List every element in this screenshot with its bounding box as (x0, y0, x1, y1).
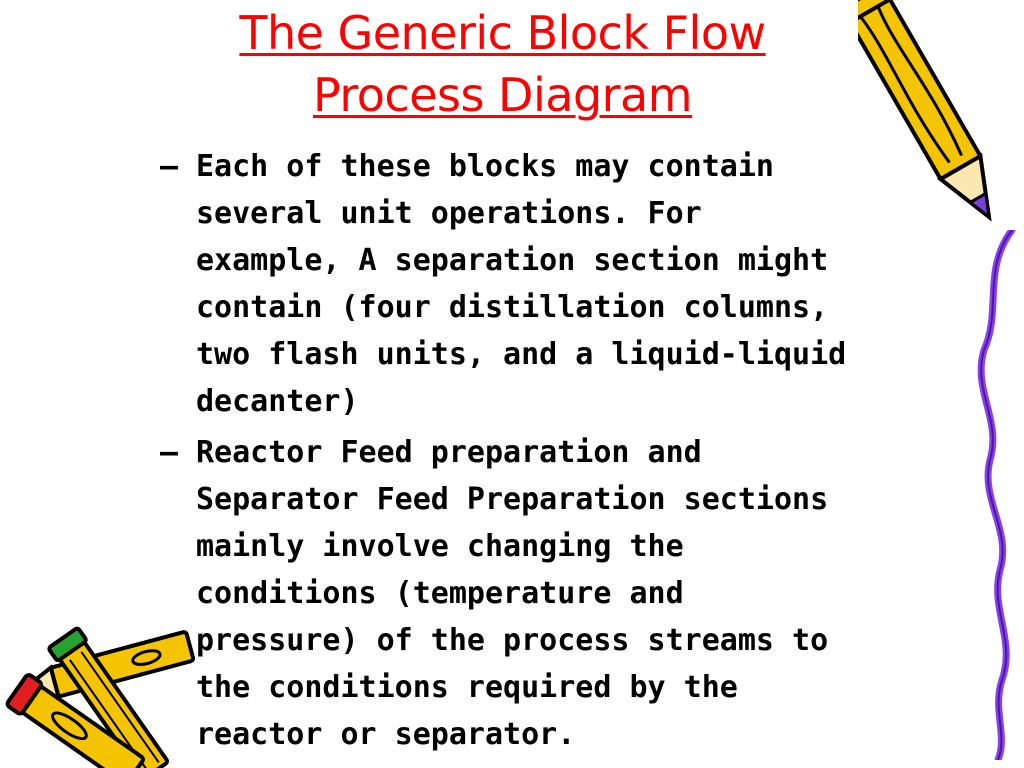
bullet-list: – Each of these blocks may contain sever… (158, 143, 918, 762)
bullet-item: – Reactor Feed preparation and Separator… (158, 429, 918, 758)
slide-title-line-1: The Generic Block Flow (239, 6, 766, 60)
bullet-line: two flash units, and a liquid-liquid (196, 337, 847, 372)
bullet-line: example, A separation section might (196, 243, 829, 278)
crossed-pencils-icon (5, 626, 196, 768)
bullet-line: pressure) of the process streams to (196, 623, 829, 658)
bullet-line: Each of these blocks may contain (196, 149, 774, 184)
bullet-line: Separator Feed Preparation sections (196, 482, 829, 517)
bullet-line: decanter) (196, 384, 359, 419)
bullet-line: conditions (temperature and (196, 576, 684, 611)
bullet-line: Reactor Feed preparation and (196, 435, 702, 470)
bullet-item: – Each of these blocks may contain sever… (158, 143, 918, 425)
slide-title: The Generic Block Flow Process Diagram (150, 2, 855, 126)
pencil-icon (858, 0, 992, 222)
bullet-line: several unit operations. For (196, 196, 702, 231)
squiggle-line-icon (977, 230, 1016, 760)
bullet-line: contain (four distillation columns, (196, 290, 829, 325)
bullet-line: mainly involve changing the (196, 529, 684, 564)
bullet-marker: – (160, 435, 179, 470)
slide-title-line-2: Process Diagram (312, 68, 693, 122)
bullet-marker: – (160, 149, 179, 184)
bullet-line: the conditions required by the (196, 670, 738, 705)
bullet-line: reactor or separator. (196, 717, 576, 752)
